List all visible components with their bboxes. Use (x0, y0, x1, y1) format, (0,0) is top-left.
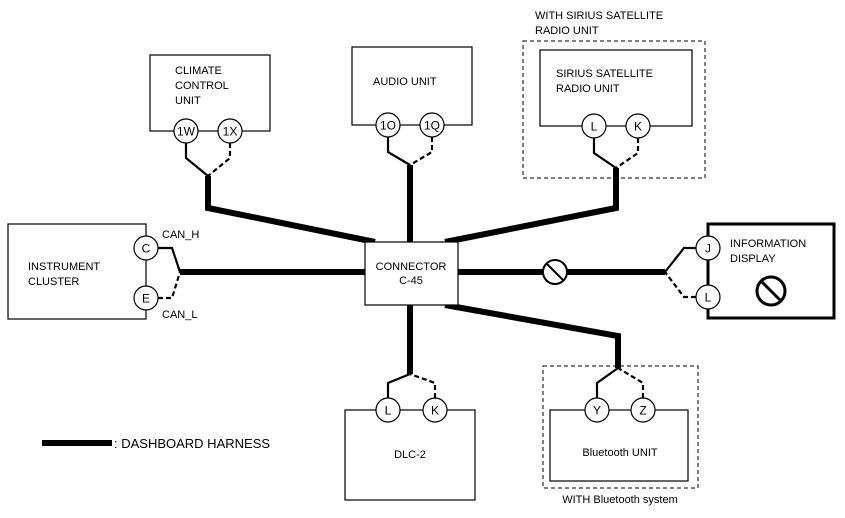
audio-pin-1 (375, 112, 401, 138)
bluetooth-pin-1 (584, 397, 610, 423)
cluster-pin-2-label: E (142, 292, 150, 306)
bluetooth-option-frame (542, 365, 699, 489)
cluster-pin-2 (133, 285, 159, 311)
bluetooth-box (549, 409, 689, 482)
climate-pin-2-label: 1X (223, 125, 238, 139)
connector-box (364, 241, 459, 306)
info-label-1: INFORMATION (730, 238, 806, 250)
dlc-pin-1 (375, 397, 401, 423)
dlc-pin-2 (422, 397, 448, 423)
bluetooth-wire-1 (595, 367, 619, 398)
info-label-2: DISPLAY (730, 253, 776, 265)
climate-wire-2 (207, 143, 232, 177)
connector-label: CONNECTOR (376, 261, 447, 273)
dlc-wire-2 (409, 372, 437, 398)
info-pin-2-label: L (705, 291, 712, 305)
audio-pin-2 (419, 112, 445, 138)
cluster-pin-1-label: C (142, 242, 151, 256)
cluster-box (7, 223, 147, 320)
audio-unit: AUDIO UNIT 1O 1Q (351, 46, 473, 166)
climate-label-3: UNIT (175, 95, 201, 107)
audio-label: AUDIO UNIT (373, 76, 437, 88)
dlc-label: DLC-2 (394, 449, 426, 461)
bluetooth-label: Bluetooth UNIT (582, 447, 657, 459)
information-display: INFORMATION DISPLAY J L (664, 222, 836, 320)
connector-c45: CONNECTOR C-45 (364, 241, 459, 306)
prohibited-icon (755, 275, 787, 307)
cluster-pin-1 (133, 235, 159, 261)
legend: : DASHBOARD HARNESS (42, 436, 270, 451)
climate-pin-1 (173, 118, 199, 144)
climate-label-2: CONTROL (175, 80, 229, 92)
sirius-box (539, 49, 693, 127)
audio-pin-1-label: 1O (380, 119, 396, 133)
sirius-wire-1 (592, 138, 617, 169)
sirius-pin-2-label: K (634, 120, 642, 134)
legend-label: : DASHBOARD HARNESS (114, 436, 270, 451)
info-pin-1 (695, 235, 721, 261)
climate-box (149, 54, 271, 132)
instrument-cluster: INSTRUMENT CLUSTER C E CAN_H CAN_L (7, 223, 199, 321)
cluster-wire-2 (158, 271, 182, 300)
climate-wire-1 (184, 143, 209, 177)
audio-box (351, 46, 473, 126)
dlc-box (344, 409, 476, 501)
climate-label-1: CLIMATE (175, 65, 222, 77)
harness-bluetooth (444, 302, 621, 368)
audio-pin-2-label: 1Q (424, 119, 440, 133)
audio-wire-1 (386, 137, 411, 166)
harness-climate (205, 176, 376, 245)
sirius-radio-unit: WITH SIRIUS SATELLITE RADIO UNIT SIRIUS … (522, 10, 706, 179)
sirius-option-frame (522, 40, 706, 179)
climate-control-unit: CLIMATE CONTROL UNIT 1W 1X (149, 54, 271, 177)
cluster-label-2: CLUSTER (28, 276, 79, 288)
sirius-pin-1-label: L (591, 120, 598, 134)
info-pin-1-label: J (705, 242, 711, 256)
sirius-label-2: RADIO UNIT (556, 83, 620, 95)
sirius-pin-1 (581, 113, 607, 139)
bluetooth-pin-2-label: Z (639, 404, 646, 418)
sirius-label-1: SIRIUS SATELLITE (556, 68, 653, 80)
info-wire-2 (664, 271, 696, 299)
bluetooth-wire-2 (617, 367, 645, 398)
dlc-wire-1 (386, 372, 411, 398)
dlc-pin-2-label: K (431, 404, 439, 418)
sirius-group-label-1: WITH SIRIUS SATELLITE (535, 10, 663, 22)
bluetooth-group-label: WITH Bluetooth system (562, 494, 678, 506)
cluster-wire-1 (158, 246, 182, 273)
sirius-group-label-2: RADIO UNIT (535, 25, 599, 37)
dlc-2: DLC-2 L K (344, 372, 476, 501)
info-wire-1 (664, 246, 696, 273)
bluetooth-pin-2 (630, 397, 656, 423)
bluetooth-unit: Bluetooth UNIT WITH Bluetooth system Y Z (542, 365, 699, 506)
sirius-wire-2 (615, 138, 640, 169)
dlc-pin-1-label: L (385, 404, 392, 418)
can-h-label: CAN_H (162, 229, 199, 241)
can-l-label: CAN_L (162, 309, 197, 321)
connector-id: C-45 (399, 275, 423, 287)
climate-pin-1-label: 1W (177, 125, 196, 139)
info-pin-2 (695, 284, 721, 310)
harness-prohibited-icon (542, 259, 568, 285)
sirius-pin-2 (625, 113, 651, 139)
cluster-label-1: INSTRUMENT (28, 261, 100, 273)
bluetooth-pin-1-label: Y (593, 404, 601, 418)
climate-pin-2 (217, 118, 243, 144)
audio-wire-2 (409, 137, 434, 166)
harness-sirius (444, 168, 619, 245)
